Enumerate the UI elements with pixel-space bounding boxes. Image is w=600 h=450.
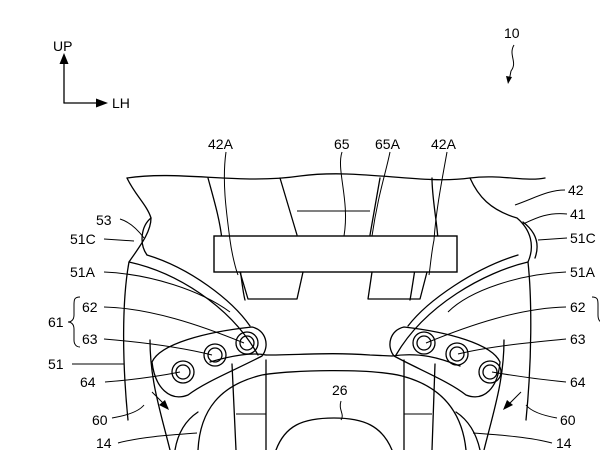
label-14-left: 14 bbox=[96, 435, 112, 450]
label-42A-right: 42A bbox=[431, 136, 457, 152]
label-62-left: 62 bbox=[82, 299, 98, 315]
label-65A: 65A bbox=[375, 136, 401, 152]
label-60-left: 60 bbox=[92, 412, 108, 428]
up-label: UP bbox=[53, 38, 72, 54]
lens-63-right bbox=[445, 342, 469, 366]
left-lamp-unit bbox=[151, 326, 267, 398]
lens-64-left bbox=[171, 360, 195, 384]
label-64-right: 64 bbox=[570, 374, 586, 390]
label-63-right: 63 bbox=[570, 331, 586, 347]
plate-65 bbox=[213, 235, 458, 273]
label-62-right: 62 bbox=[570, 299, 586, 315]
label-53: 53 bbox=[96, 212, 112, 228]
figure-number: 10 bbox=[504, 25, 520, 41]
right-60-arrow-icon bbox=[503, 400, 513, 410]
lens-62-left bbox=[235, 331, 259, 355]
direction-indicator: UP LH bbox=[53, 38, 130, 111]
leader-lines bbox=[67, 151, 600, 444]
reference-labels: 42A 65 65A 42A 42 41 51C 51A 62 63 64 60… bbox=[48, 136, 596, 450]
label-61-left: 61 bbox=[48, 314, 64, 330]
figure-leader bbox=[508, 44, 515, 82]
left-60-arrow-icon bbox=[159, 400, 169, 410]
lens-63-left bbox=[203, 343, 227, 367]
label-60-right: 60 bbox=[560, 412, 576, 428]
lens-62-right bbox=[412, 331, 436, 355]
label-51: 51 bbox=[48, 356, 64, 372]
lens-64-right bbox=[478, 360, 502, 384]
right-arrow-icon bbox=[96, 98, 108, 108]
label-14-right: 14 bbox=[556, 435, 572, 450]
figure-arrow-icon bbox=[506, 76, 512, 84]
label-65: 65 bbox=[334, 136, 350, 152]
up-arrow-icon bbox=[59, 53, 69, 64]
right-lamp-unit bbox=[389, 326, 502, 398]
label-64-left: 64 bbox=[80, 374, 96, 390]
label-51A-right: 51A bbox=[570, 264, 596, 280]
label-41: 41 bbox=[570, 206, 586, 222]
label-26: 26 bbox=[332, 382, 348, 398]
label-51A-left: 51A bbox=[70, 264, 96, 280]
lh-label: LH bbox=[112, 95, 130, 111]
vehicle-body bbox=[122, 173, 546, 450]
label-63-left: 63 bbox=[82, 331, 98, 347]
label-42A-left: 42A bbox=[208, 136, 234, 152]
label-42: 42 bbox=[568, 182, 584, 198]
label-51C-right: 51C bbox=[570, 230, 596, 246]
label-51C-left: 51C bbox=[70, 231, 96, 247]
